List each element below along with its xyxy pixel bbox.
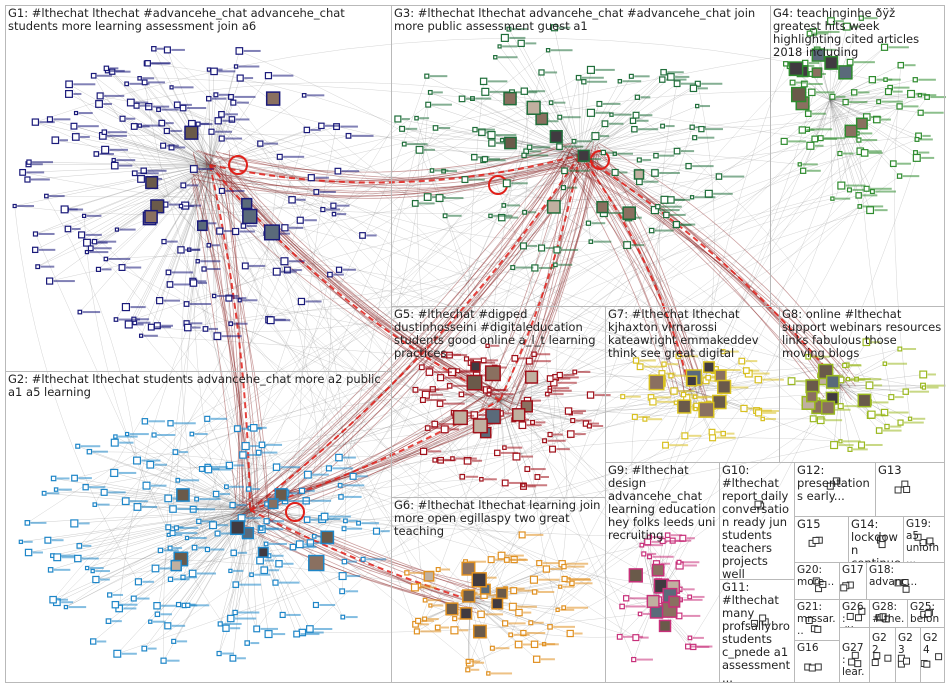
group-cell-g12: G12: presentations early... — [794, 462, 876, 517]
group-cell-g24: G24 — [920, 627, 945, 683]
group-label-g18: G18: advanc... — [869, 564, 942, 588]
group-label-g28: G28: #lthe... — [872, 601, 905, 628]
group-cell-g25: G25: belon... — [907, 599, 945, 628]
group-label-g7: G7: #lthechat lthechat kjhaxton virnaros… — [608, 308, 777, 360]
group-label-g3: G3: #lthechat lthechat advancehe_chat #a… — [394, 7, 768, 33]
group-cell-g1: G1: #lthechat lthechat #advancehe_chat a… — [5, 5, 392, 372]
group-cell-g16: G16 — [794, 640, 840, 683]
group-cell-g27: G27: lear... a4... — [839, 627, 870, 683]
group-cell-g21: G21: mrssar... — [794, 599, 840, 641]
group-label-g23: G23 — [898, 632, 918, 656]
group-cell-g19: G19: a5 uniofh... — [903, 516, 945, 563]
group-cell-g20: G20: more... — [794, 562, 840, 600]
group-label-g13: G13 — [878, 464, 942, 477]
group-cell-g5: G5: #lthechat #digped dustinhosseini #di… — [391, 306, 606, 498]
group-label-g17: G17 — [842, 564, 864, 576]
group-label-g24: G24 — [923, 632, 942, 656]
group-label-g25: G25: belon... — [910, 601, 942, 628]
group-cell-g14: G14: lockdown continue... — [848, 516, 904, 563]
group-label-g9: G9: #lthechat design advancehe_chat lear… — [608, 464, 717, 542]
group-label-g10: G10: #lthechat report daily conversation… — [722, 464, 792, 580]
group-cell-g11: G11: #lthechat many profsallybro student… — [719, 579, 795, 683]
group-cell-g28: G28: #lthe... — [869, 599, 908, 628]
group-cell-g10: G10: #lthechat report daily conversation… — [719, 462, 795, 580]
group-label-g12: G12: presentations early... — [797, 464, 873, 503]
group-label-g22: G22 — [872, 632, 893, 656]
group-label-g5: G5: #lthechat #digped dustinhosseini #di… — [394, 308, 603, 360]
group-cell-g26: G26: #lov... — [839, 599, 870, 628]
group-cell-g13: G13 — [875, 462, 945, 517]
group-label-g8: G8: online #lthechat support webinars re… — [782, 308, 942, 360]
group-label-g1: G1: #lthechat lthechat #advancehe_chat a… — [8, 7, 389, 33]
group-label-g21: G21: mrssar... — [797, 601, 837, 637]
group-cell-g3: G3: #lthechat lthechat advancehe_chat #a… — [391, 5, 771, 307]
group-label-g4: G4: teachinginhe ðÿž greatest hits week … — [773, 7, 942, 59]
group-cell-g7: G7: #lthechat lthechat kjhaxton virnaros… — [605, 306, 780, 463]
group-cell-g9: G9: #lthechat design advancehe_chat lear… — [605, 462, 720, 683]
group-cell-g18: G18: advanc... — [866, 562, 945, 600]
group-label-g16: G16 — [797, 642, 837, 654]
group-cell-g23: G23 — [895, 627, 921, 683]
group-cell-g17: G17 — [839, 562, 867, 600]
group-label-g2: G2: #lthechat lthechat students advanceh… — [8, 373, 389, 399]
group-label-g19: G19: a5 uniofh... — [906, 518, 942, 563]
group-cell-g2: G2: #lthechat lthechat students advanceh… — [5, 371, 392, 683]
group-cell-g15: G15 — [794, 516, 849, 563]
group-label-g27: G27: lear... a4... — [842, 642, 867, 683]
group-label-g15: G15 — [797, 518, 846, 531]
group-label-g20: G20: more... — [797, 564, 837, 588]
group-label-g26: G26: #lov... — [842, 601, 867, 628]
group-label-g14: G14: lockdown continue... — [851, 518, 901, 563]
group-label-g6: G6: #lthechat lthechat learning join mor… — [394, 499, 603, 538]
group-cell-g22: G22 — [869, 627, 896, 683]
group-cell-g8: G8: online #lthechat support webinars re… — [779, 306, 945, 463]
group-cell-g6: G6: #lthechat lthechat learning join mor… — [391, 497, 606, 683]
group-label-g11: G11: #lthechat many profsallybro student… — [722, 581, 792, 683]
group-cell-g4: G4: teachinginhe ðÿž greatest hits week … — [770, 5, 945, 307]
